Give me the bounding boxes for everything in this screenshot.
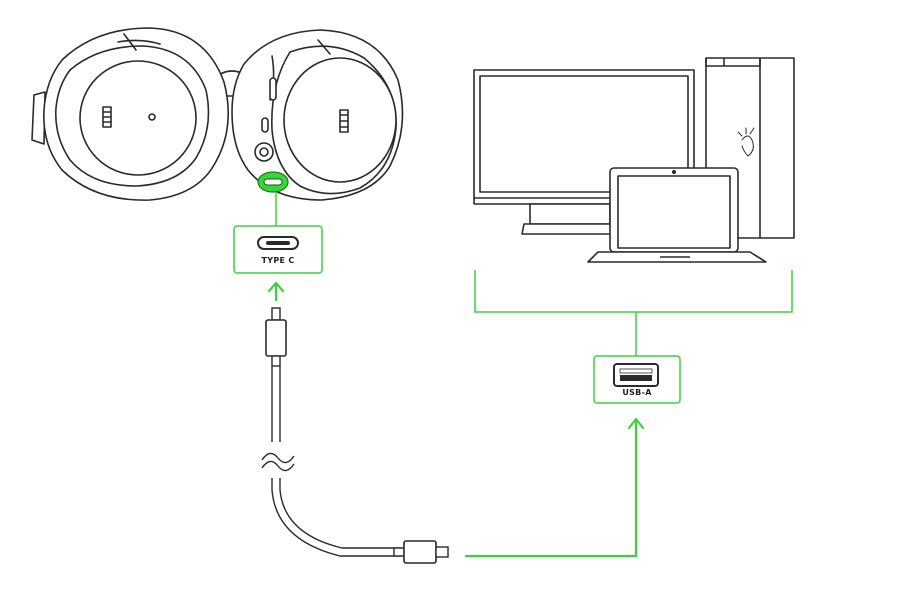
usb-a-port-callout [593,355,681,404]
usb-a-label: USB-A [622,388,652,397]
type-c-port-highlight [257,171,289,193]
type-c-label: TYPE C [261,256,295,265]
usb-cable-icon [261,307,449,564]
arrow-to-usb-a [464,417,645,558]
arrow-to-type-c [267,281,285,302]
computers-bracket [474,270,793,358]
type-c-port-callout [233,225,323,274]
headset-icon [31,27,404,201]
laptop-icon [587,167,767,263]
razer-logo-icon [737,127,755,157]
